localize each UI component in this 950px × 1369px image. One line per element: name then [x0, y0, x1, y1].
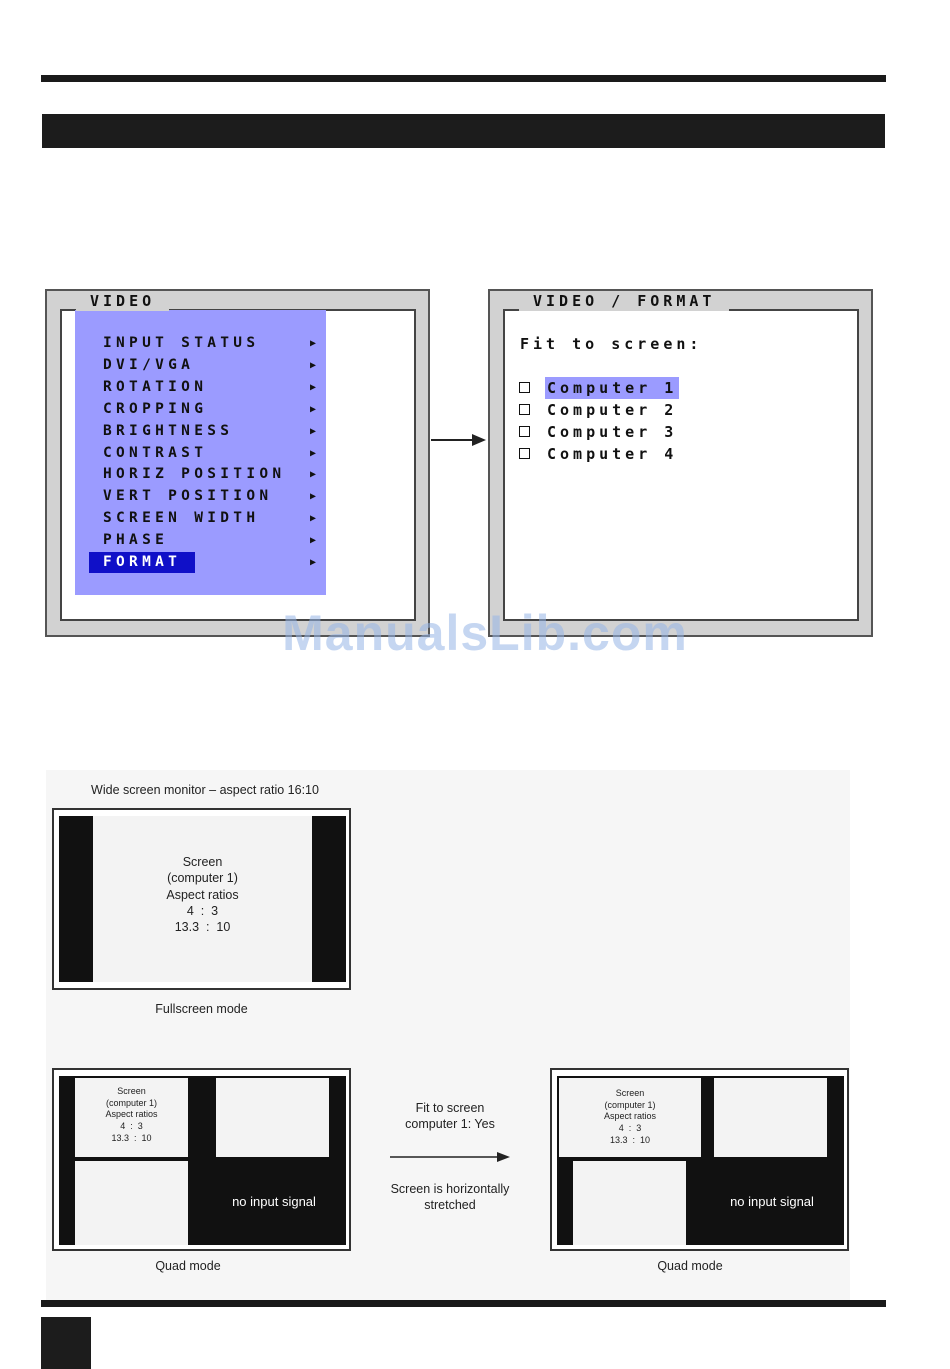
- arrow-right-icon: ▶: [309, 448, 316, 459]
- osd-video-menu: INPUT STATUS ▶ DVI/VGA ▶ ROTATION ▶ CROP…: [75, 310, 326, 595]
- osd-format-panel: VIDEO / FORMAT Fit to screen: Computer 1…: [488, 289, 873, 637]
- computer-3-screen: [573, 1161, 686, 1245]
- checkbox[interactable]: [519, 448, 530, 459]
- osd-video-title: VIDEO: [76, 291, 170, 311]
- arrow-right-icon: ▶: [309, 469, 316, 480]
- menu-item-contrast[interactable]: CONTRAST ▶: [89, 443, 316, 464]
- menu-item-label: PHASE: [103, 532, 169, 548]
- menu-item-label: CROPPING: [103, 401, 208, 417]
- fit-to-screen-heading: Fit to screen:: [520, 335, 703, 353]
- menu-item-format[interactable]: FORMAT ▶: [89, 552, 316, 573]
- checkbox[interactable]: [519, 404, 530, 415]
- menu-item-label: BRIGHTNESS: [103, 423, 234, 439]
- no-input-signal-label: no input signal: [730, 1194, 814, 1209]
- screen-info: Screen (computer 1) Aspect ratios 4 : 3 …: [559, 1088, 701, 1146]
- checkbox[interactable]: [519, 426, 530, 437]
- option-computer-3[interactable]: Computer 3: [519, 421, 719, 443]
- menu-item-screen-width[interactable]: SCREEN WIDTH ▶: [89, 508, 316, 529]
- arrow-right-icon: ▶: [309, 382, 316, 393]
- option-label: Computer 3: [547, 423, 678, 441]
- screen-line: Screen: [182, 855, 223, 869]
- menu-item-horiz-position[interactable]: HORIZ POSITION ▶: [89, 464, 316, 485]
- transition-bottom-line-1: Screen is horizontally: [390, 1182, 510, 1196]
- transition-bottom-line-2: stretched: [424, 1198, 476, 1212]
- menu-item-phase[interactable]: PHASE ▶: [89, 530, 316, 551]
- menu-item-label: FORMAT: [89, 552, 196, 573]
- quad-left-caption: Quad mode: [155, 1259, 221, 1273]
- computer-2-screen: [216, 1078, 329, 1157]
- menu-item-label: VERT POSITION: [103, 488, 273, 504]
- osd-format-inner: [503, 309, 859, 621]
- watermark: ManualsLib.com: [282, 605, 688, 661]
- menu-item-cropping[interactable]: CROPPING ▶: [89, 399, 316, 420]
- menu-item-dvi-vga[interactable]: DVI/VGA ▶: [89, 355, 316, 376]
- menu-item-input-status[interactable]: INPUT STATUS ▶: [89, 333, 316, 354]
- arrow-right-icon: ▶: [309, 338, 316, 349]
- page-number-box: [41, 1317, 91, 1369]
- screen-line: Aspect ratios: [603, 1111, 657, 1122]
- screen-line: 4 : 3: [120, 1121, 143, 1132]
- menu-item-label: SCREEN WIDTH: [103, 510, 260, 526]
- screen-line: 13.3 : 10: [174, 920, 231, 934]
- section-header-bar: [42, 114, 885, 148]
- menu-item-rotation[interactable]: ROTATION ▶: [89, 377, 316, 398]
- arrow-right-icon: ▶: [309, 426, 316, 437]
- screen-line: Aspect ratios: [166, 887, 239, 902]
- option-label: Computer 1: [545, 377, 680, 399]
- black-bar-left: [59, 816, 93, 982]
- menu-item-label: INPUT STATUS: [103, 335, 260, 351]
- fullscreen-bottom-caption: Fullscreen mode: [155, 1002, 248, 1016]
- screen-line: (computer 1): [604, 1099, 656, 1110]
- osd-video-panel: INPUT STATUS ▶ DVI/VGA ▶ ROTATION ▶ CROP…: [45, 289, 430, 637]
- menu-item-label: ROTATION: [103, 379, 208, 395]
- option-computer-1[interactable]: Computer 1: [519, 377, 719, 399]
- transition-top-line-1: Fit to screen: [415, 1101, 485, 1115]
- quad-monitor-left: Screen (computer 1) Aspect ratios 4 : 3 …: [52, 1068, 351, 1251]
- computer-3-screen: [75, 1161, 188, 1245]
- computer-1-screen: Screen (computer 1) Aspect ratios 4 : 3 …: [93, 816, 312, 982]
- black-bar-right: [312, 816, 346, 982]
- option-label: Computer 2: [547, 401, 678, 419]
- screen-info: Screen (computer 1) Aspect ratios 4 : 3 …: [75, 1086, 188, 1144]
- arrow-right-icon: [431, 434, 486, 446]
- fullscreen-top-caption: Wide screen monitor – aspect ratio 16:10: [91, 783, 319, 797]
- computer-2-screen: [714, 1078, 827, 1157]
- arrow-right-icon: ▶: [309, 360, 316, 371]
- osd-format-title: VIDEO / FORMAT: [519, 291, 730, 311]
- fullscreen-monitor: Screen (computer 1) Aspect ratios 4 : 3 …: [52, 808, 351, 990]
- computer-1-screen: Screen (computer 1) Aspect ratios 4 : 3 …: [75, 1078, 188, 1157]
- top-rule: [41, 75, 886, 82]
- screen-line: 4 : 3: [186, 903, 219, 918]
- screen-line: (computer 1): [105, 1097, 158, 1108]
- option-computer-2[interactable]: Computer 2: [519, 399, 719, 421]
- no-input-signal-label: no input signal: [232, 1194, 316, 1209]
- computer-1-screen-stretched: Screen (computer 1) Aspect ratios 4 : 3 …: [559, 1078, 701, 1157]
- screen-line: 13.3 : 10: [111, 1132, 152, 1143]
- screen-line: Screen: [117, 1086, 146, 1096]
- screen-line: Aspect ratios: [105, 1109, 158, 1120]
- checkbox[interactable]: [519, 382, 530, 393]
- arrow-right-icon: ▶: [309, 404, 316, 415]
- option-label: Computer 4: [547, 445, 678, 463]
- screen-line: (computer 1): [167, 871, 238, 886]
- arrow-right-icon: ▶: [309, 557, 316, 568]
- quad-monitor-right: Screen (computer 1) Aspect ratios 4 : 3 …: [550, 1068, 849, 1251]
- screen-line: 13.3 : 10: [609, 1134, 651, 1145]
- arrow-right-icon: ▶: [309, 513, 316, 524]
- screen-line: Screen: [615, 1088, 645, 1098]
- transition-top-line-2: computer 1: Yes: [405, 1117, 495, 1131]
- screen-line: 4 : 3: [618, 1123, 642, 1134]
- screen-info: Screen (computer 1) Aspect ratios 4 : 3 …: [93, 854, 312, 935]
- menu-item-label: CONTRAST: [103, 445, 208, 461]
- arrow-right-icon: ▶: [309, 535, 316, 546]
- arrow-right-icon: ▶: [309, 491, 316, 502]
- menu-item-label: DVI/VGA: [103, 357, 195, 373]
- menu-item-vert-position[interactable]: VERT POSITION ▶: [89, 486, 316, 507]
- option-computer-4[interactable]: Computer 4: [519, 443, 719, 465]
- arrow-right-icon: [390, 1152, 510, 1162]
- menu-item-brightness[interactable]: BRIGHTNESS ▶: [89, 421, 316, 442]
- menu-item-label: HORIZ POSITION: [103, 466, 286, 482]
- bottom-rule: [41, 1300, 886, 1307]
- quad-right-caption: Quad mode: [657, 1259, 723, 1273]
